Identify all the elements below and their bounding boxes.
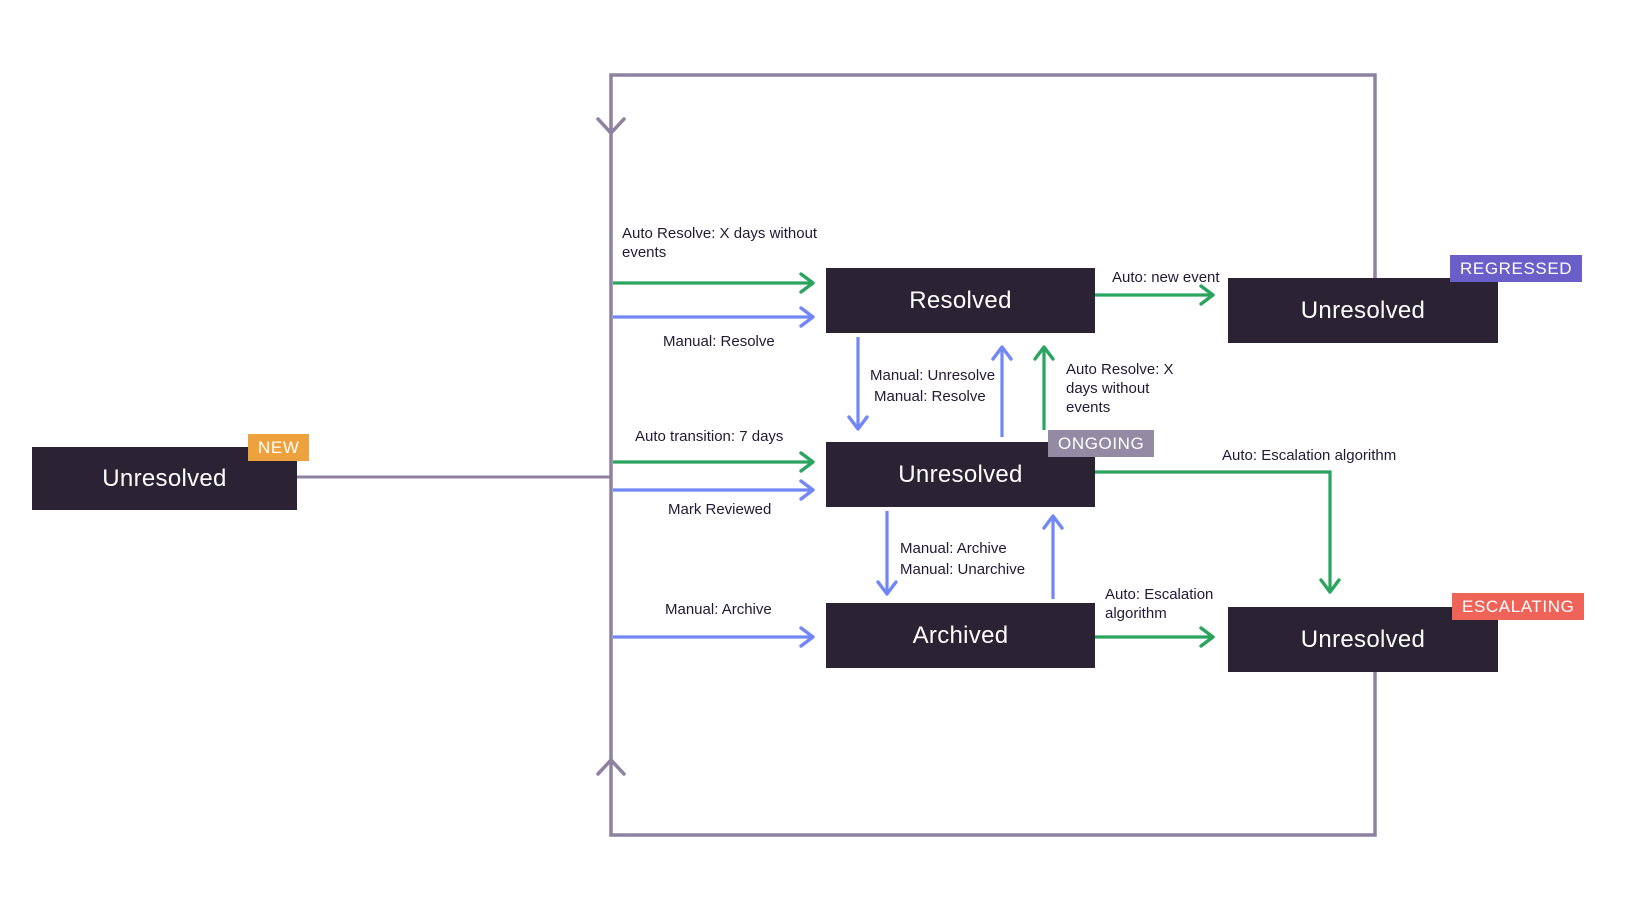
status-badge-new: NEW: [248, 434, 310, 461]
node-unresolved-regressed: Unresolved: [1228, 278, 1498, 343]
edge-label-auto-escalation-archived: Auto: Escalation algorithm: [1105, 586, 1214, 622]
node-label: Unresolved: [1300, 296, 1426, 324]
edge-label-auto-escalation-ongoing: Auto: Escalation algorithm: [1222, 447, 1397, 464]
node-label: Resolved: [909, 286, 1012, 314]
edge-label-manual-archive-new: Manual: Archive: [665, 601, 772, 618]
edge-label-manual-resolve-ongoing: Manual: Resolve: [874, 388, 986, 405]
edge-label-auto-new-event: Auto: new event: [1112, 269, 1220, 286]
loop-outline: [609, 73, 1377, 837]
edge-label-manual-resolve-new: Manual: Resolve: [663, 333, 775, 350]
edge-label-manual-unarchive: Manual: Unarchive: [900, 561, 1026, 578]
edge-label-auto-resolve-new: Auto Resolve: X days without events: [622, 225, 818, 261]
status-badge-ongoing: ONGOING: [1048, 430, 1155, 457]
node-label: Unresolved: [898, 460, 1023, 488]
edge-label-mark-reviewed: Mark Reviewed: [668, 501, 772, 518]
node-label: Archived: [912, 621, 1009, 649]
status-badge-escalating: ESCALATING: [1452, 593, 1585, 620]
edge-label-manual-unresolve: Manual: Unresolve: [870, 367, 996, 384]
loop-up-chevron-icon: [596, 758, 626, 776]
edge-label-manual-archive-ongoing: Manual: Archive: [900, 540, 1007, 557]
node-label: Unresolved: [102, 464, 227, 492]
node-archived: Archived: [826, 603, 1095, 668]
edge-label-auto-transition: Auto transition: 7 days: [635, 428, 784, 445]
loop-down-chevron-icon: [596, 117, 626, 135]
edge-label-auto-resolve-ongoing: Auto Resolve: X days without events: [1066, 361, 1174, 416]
node-label: Unresolved: [1300, 625, 1426, 653]
node-resolved: Resolved: [826, 268, 1095, 333]
edge-auto-escalation-ongoing: [1095, 470, 1341, 594]
node-unresolved-new: Unresolved: [32, 447, 297, 510]
status-badge-regressed: REGRESSED: [1450, 255, 1583, 282]
